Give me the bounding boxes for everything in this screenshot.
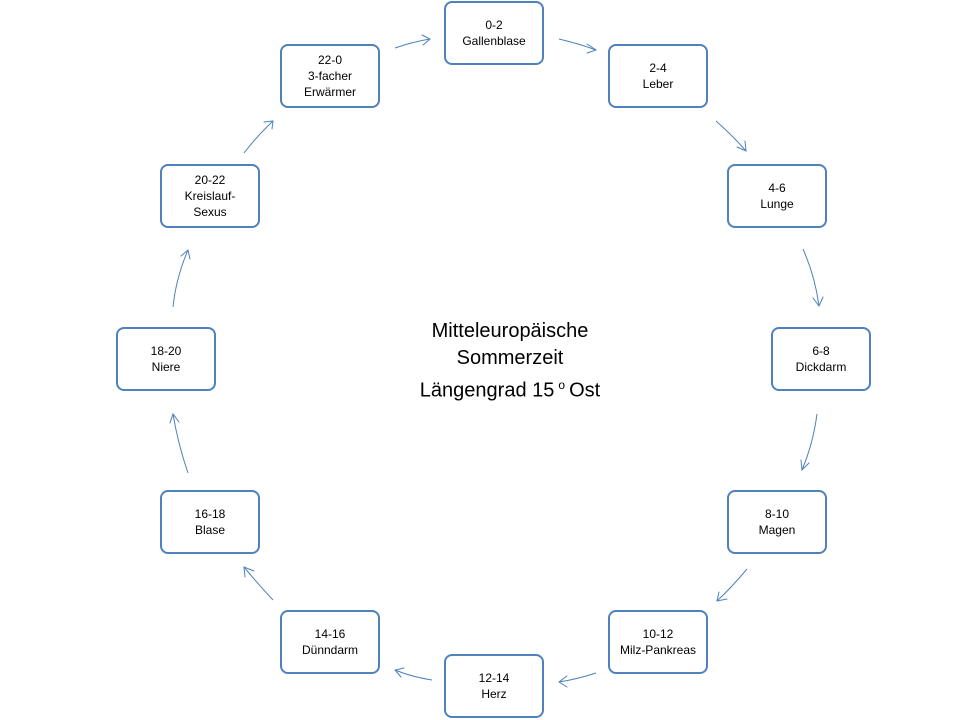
arrowhead-n5-n6 — [558, 675, 568, 688]
arrow-n4-n5 — [716, 568, 748, 602]
arrowhead-n8-n9 — [169, 412, 180, 424]
node-label: Dünndarm — [301, 643, 359, 657]
longitude-prefix: Längengrad 15 — [419, 379, 555, 402]
node-label: Erwärmer — [303, 85, 356, 99]
node-time: 6-8 — [812, 344, 830, 358]
node-time: 20-22 — [194, 173, 226, 187]
node-label: Niere — [151, 360, 181, 374]
arrowhead-n9-n10 — [180, 249, 191, 260]
arrowhead-n2-n3 — [812, 296, 824, 307]
arrow-n2-n3 — [802, 248, 820, 307]
node-label: Kreislauf- — [184, 189, 236, 203]
arrowhead-n6-n7 — [394, 667, 405, 678]
arrowhead-n10-n11 — [263, 120, 274, 130]
arrowhead-n0-n1 — [586, 43, 598, 54]
node-label: Magen — [758, 523, 796, 537]
arrow-n6-n7 — [394, 669, 433, 681]
node-label: Herz — [481, 687, 507, 701]
node-milz-pankreas: 10-12 Milz-Pankreas — [608, 610, 708, 674]
node-label: Lunge — [760, 197, 794, 211]
node-time: 22-0 — [317, 53, 343, 67]
arrowhead-n4-n5 — [716, 591, 728, 602]
arrow-n8-n9 — [172, 413, 189, 474]
arrow-n11-n0 — [394, 38, 431, 49]
node-label: Gallenblase — [462, 34, 526, 48]
arrowhead-n11-n0 — [421, 34, 431, 46]
arrow-n7-n8 — [243, 566, 274, 601]
arrowhead-n3-n4 — [800, 459, 810, 472]
node-niere: 18-20 Niere — [116, 327, 216, 391]
longitude-suffix: Ost — [569, 379, 601, 402]
node-label: 3-facher — [307, 69, 353, 83]
node-leber: 2-4 Leber — [608, 44, 708, 108]
node-blase: 16-18 Blase — [160, 490, 260, 554]
node-kreislauf-sexus: 20-22 Kreislauf- Sexus — [160, 164, 260, 228]
node-time: 12-14 — [478, 671, 510, 685]
node-duenndarm: 14-16 Dünndarm — [280, 610, 380, 674]
center-title: Mitteleuropäische Sommerzeit Längengrad … — [380, 318, 640, 405]
node-time: 8-10 — [764, 507, 790, 521]
title-line: Mitteleuropäische — [431, 320, 589, 342]
node-label: Blase — [194, 523, 226, 537]
node-time: 0-2 — [485, 18, 503, 32]
node-magen: 8-10 Magen — [727, 490, 827, 554]
node-herz: 12-14 Herz — [444, 654, 544, 718]
node-label: Sexus — [193, 205, 227, 219]
arrow-n10-n11 — [243, 120, 274, 154]
arrow-n0-n1 — [558, 38, 597, 51]
node-time: 18-20 — [150, 344, 182, 358]
arrow-n5-n6 — [558, 672, 597, 683]
node-time: 2-4 — [649, 61, 667, 75]
node-dreifacher-erwaermer: 22-0 3-facher Erwärmer — [280, 44, 380, 108]
node-label: Milz-Pankreas — [619, 643, 697, 657]
arrow-n3-n4 — [801, 413, 818, 471]
arrow-n9-n10 — [172, 249, 189, 308]
degree-symbol: o — [558, 378, 566, 392]
arrowhead-n7-n8 — [243, 566, 255, 578]
node-time: 4-6 — [768, 181, 786, 195]
node-label: Leber — [642, 77, 674, 91]
node-label: Dickdarm — [795, 360, 847, 374]
title-line: Sommerzeit — [456, 347, 564, 369]
arrow-n1-n2 — [715, 120, 747, 152]
node-time: 16-18 — [194, 507, 226, 521]
node-gallenblase: 0-2 Gallenblase — [444, 1, 544, 65]
node-time: 10-12 — [642, 627, 674, 641]
node-time: 14-16 — [314, 627, 346, 641]
node-dickdarm: 6-8 Dickdarm — [771, 327, 871, 391]
node-lunge: 4-6 Lunge — [727, 164, 827, 228]
arrowhead-n1-n2 — [736, 140, 747, 152]
